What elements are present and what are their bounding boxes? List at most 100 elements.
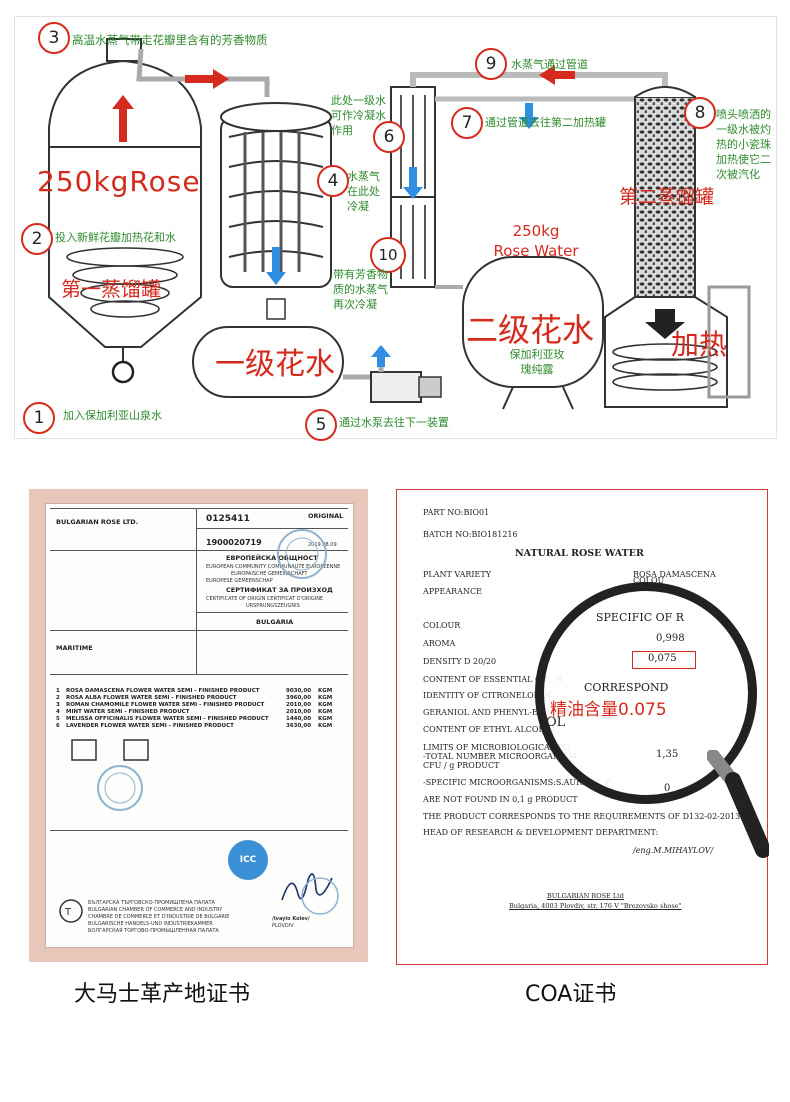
step4-label: 水蒸气在此处冷凝 xyxy=(347,170,380,213)
chamber-bg: БЪЛГАРСКА ТЪРГОВСКО-ПРОМИШЛЕНА ПАЛАТА xyxy=(88,900,215,906)
plant-variety-label: PLANT VARIETY xyxy=(423,570,492,579)
chamber-fr: CHAMBRE DE COMMERCE ET D'INDUSTRIE DE BU… xyxy=(88,914,230,920)
step1-label: 加入保加利亚山泉水 xyxy=(63,409,162,422)
part-no: PART NO:BIO01 xyxy=(423,508,490,517)
hydrosol2-tank xyxy=(462,256,604,388)
certificate-paper: BULGARIAN ROSE LTD. 0125411 ORIGINAL 190… xyxy=(45,503,354,948)
certificate-ref-no: 0125411 xyxy=(206,514,250,524)
ethyl-label: CONTENT OF ETHYL ALCOHOL xyxy=(423,725,558,734)
rose-amount-label: 250kgRose xyxy=(37,165,201,198)
tank2-label: 第二蒸馏罐 xyxy=(619,186,715,208)
identity-label: IDENTITY OF CITRONELOL, N xyxy=(423,691,552,700)
signer-name: /Ivaylo Kolev/ xyxy=(272,916,310,922)
tank2-base xyxy=(604,296,728,408)
signer-city: PLOVDIV xyxy=(272,923,294,929)
not-found-label: ARE NOT FOUND IN 0,1 g PRODUCT xyxy=(423,795,578,804)
density-value: 0,075 xyxy=(648,653,677,664)
step-number-5: 5 xyxy=(305,409,337,441)
step-number-10: 10 xyxy=(370,237,406,273)
ec-en: EUROPEAN COMMUNITY COMMUNAUTE EUROPEENNE xyxy=(206,564,341,570)
hydrosol1-tank xyxy=(192,326,344,398)
transport-mode: MARITIME xyxy=(56,644,93,652)
chamber-logo: T xyxy=(59,899,83,923)
density-highlight-box xyxy=(632,651,696,669)
step-number-4: 4 xyxy=(317,165,349,197)
signature-image xyxy=(281,873,339,915)
step-number-3: 3 xyxy=(38,22,70,54)
appearance-label: APPEARANCE xyxy=(423,587,482,596)
icc-stamp: ICC xyxy=(228,840,268,880)
corresponds-requirements: THE PRODUCT CORRESPONDS TO THE REQUIREME… xyxy=(423,812,741,821)
cert-title: СЕРТИФИКАТ ЗА ПРОИЗХОД xyxy=(226,586,333,594)
chamber-de: BULGARISCHE HANDELS-UND INDUSTRIEKAMMER xyxy=(88,921,213,927)
head-of-rd: HEAD OF RESEARCH & DEVELOPMENT DEPARTMEN… xyxy=(423,828,659,837)
exporter-company: BULGARIAN ROSE LTD. xyxy=(56,518,139,526)
caption-origin-certificate: 大马士革产地证书 xyxy=(74,982,251,1007)
cert-de: URSPRUNGSZEUGNIS xyxy=(246,603,300,609)
specific-micro-label: -SPECIFIC MICROORGANISMS:S.AUREUS, P xyxy=(423,778,611,787)
batch-no: BATCH NO:BIO181216 xyxy=(423,530,518,539)
cfu-label: CFU / g PRODUCT xyxy=(423,761,500,770)
signature-name: /eng.M.MIHAYLOV/ xyxy=(633,846,714,855)
step-number-9: 9 xyxy=(475,48,507,80)
cert-en: CERTIFICATE OF ORIGIN CERTIFICAT D'ORIGI… xyxy=(206,596,324,602)
rose-water-amount: 250kg Rose Water xyxy=(493,222,579,260)
tank1-label: 第一蒸馏罐 xyxy=(61,277,161,301)
step-number-1: 1 xyxy=(23,402,55,434)
step-number-6: 6 xyxy=(373,121,405,153)
appearance-value: COLOU xyxy=(633,576,665,585)
footer-company: BULGARIAN ROSE Ltd xyxy=(547,892,624,900)
hydrosol1-label: 一级花水 xyxy=(215,347,335,382)
country-of-origin: BULGARIA xyxy=(256,618,294,626)
ec-es: EUROPESE GEMEENSCHAP xyxy=(206,578,273,584)
diagram-graphics xyxy=(48,38,751,410)
distillation-diagram: 3 高温水蒸气带走花瓣里含有的芳香物质 2 投入新鲜花瓣加热花和水 1 加入保加… xyxy=(14,16,777,441)
footer-address: Bulgaria, 4003 Plovdiv, str. 176 V "Brez… xyxy=(509,902,682,910)
bulgaria-pure-label: 保加利亚玫瑰纯露 xyxy=(509,348,565,376)
step3-label: 高温水蒸气带走花瓣里含有的芳香物质 xyxy=(72,33,268,47)
coa-title: NATURAL ROSE WATER xyxy=(515,548,644,559)
certificate-number: 1900020719 xyxy=(206,538,262,547)
essential-oil-label: CONTENT OF ESSENTIAL OIL, % xyxy=(423,675,563,684)
original-mark: ORIGINAL xyxy=(308,512,344,520)
step7-label: 通过管道去往第二加热罐 xyxy=(485,116,606,129)
certificate-date: 2019.08.09 xyxy=(308,542,337,548)
coa-certificate: PART NO:BIO01 BATCH NO:BIO181216 NATURAL… xyxy=(396,489,769,965)
aroma-value: 0,998 xyxy=(656,633,685,644)
step8-label: 喷头喷洒的一级水被灼热的小瓷珠加热使它二次被汽化 xyxy=(716,108,771,181)
tank1-body xyxy=(48,59,202,348)
chamber-ru: БОЛГАРСКАЯ ТОРГОВО-ПРОМЫШЛЕННАЯ ПАЛАТА xyxy=(88,928,219,934)
stamp-top xyxy=(277,529,327,579)
step-number-8: 8 xyxy=(684,97,716,129)
certificate-of-origin: BULGARIAN ROSE LTD. 0125411 ORIGINAL 190… xyxy=(29,489,368,962)
limits-label: LIMITS OF MICROBIOLOGICAL PU xyxy=(423,743,570,752)
magnifier-handle xyxy=(707,750,769,858)
density-label: DENSITY D 20/20 xyxy=(423,657,497,666)
ec-title: ЕВРОПЕЙСКА ОБЩНОСТ xyxy=(226,554,318,562)
step-number-7: 7 xyxy=(451,107,483,139)
tank1-coils xyxy=(66,247,184,318)
total-label: -TOTAL NUMBER MICROORGANISM xyxy=(423,752,577,761)
step6-label: 此处一级水可作冷凝水作用 xyxy=(331,94,386,137)
plant-variety-value: ROSA DAMASCENA xyxy=(633,570,716,579)
heat-label: 加热 xyxy=(671,328,728,361)
step10-label: 带有芳香物质的水蒸气再次冷凝 xyxy=(333,268,388,311)
chamber-en: BULGARIAN CHAMBER OF COMMERCE AND INDUST… xyxy=(88,907,223,913)
geraniol-label: GERANIOL AND PHENYL-ETHY xyxy=(423,708,556,717)
colour-label: COLOUR xyxy=(423,621,461,630)
step2-label: 投入新鲜花瓣加热花和水 xyxy=(55,231,176,244)
ec-de: EUROPAISCHE GEMEINSCHAFT xyxy=(231,571,308,577)
hydrosol2-label: 二级花水 xyxy=(466,311,595,349)
valve xyxy=(111,360,135,384)
step9-label: 水蒸气通过管道 xyxy=(511,58,588,71)
step5-label: 通过水泵去往下一装置 xyxy=(339,416,449,429)
svg-text:T: T xyxy=(64,907,72,918)
correspond-label: CORRESPOND xyxy=(584,681,669,694)
aroma-label: AROMA xyxy=(423,639,456,648)
